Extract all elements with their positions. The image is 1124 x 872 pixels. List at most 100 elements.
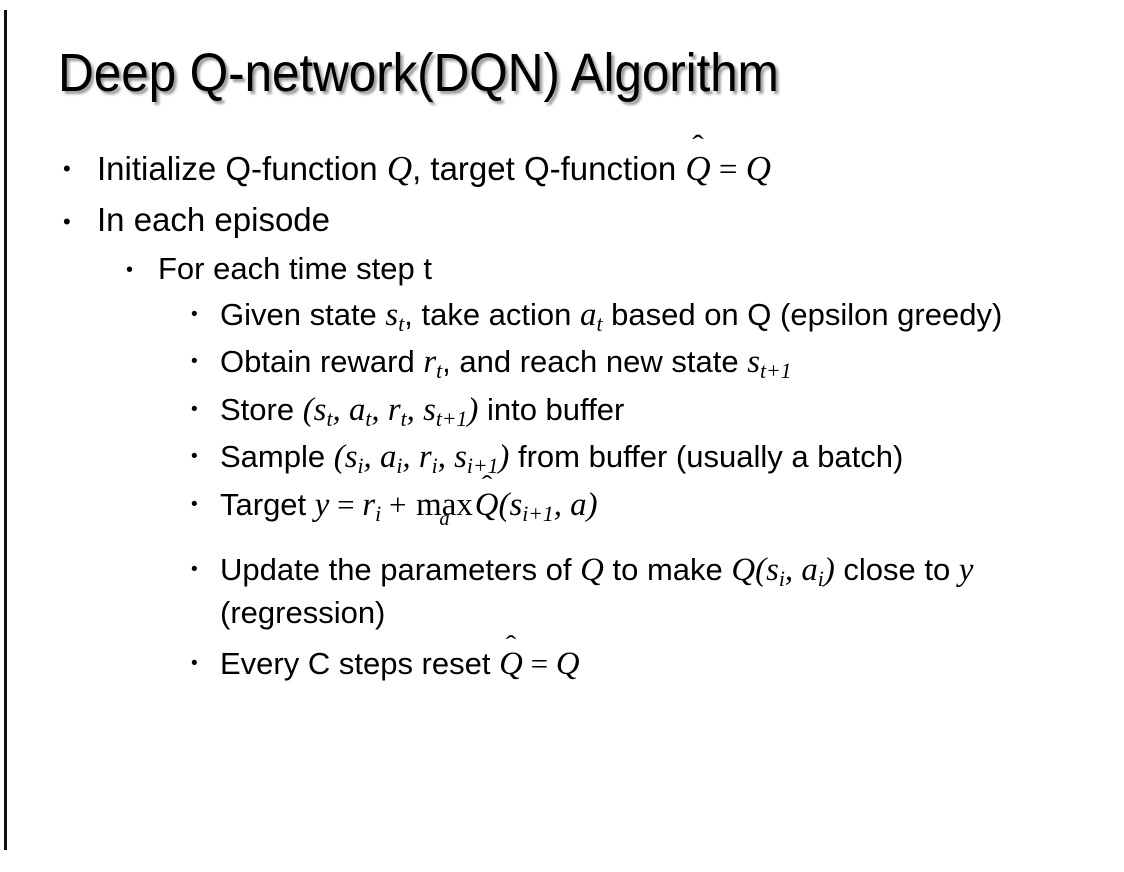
math-var-r: ri	[362, 486, 382, 526]
bullet-dot-icon: •	[191, 446, 198, 468]
math-var-q-hat: ̂Q	[475, 485, 499, 526]
slide-body: • Initialize Q-function Q, target Q-func…	[0, 146, 1124, 690]
math-operator-limit: a	[439, 508, 450, 531]
math-var-base: s	[509, 486, 523, 523]
math-paren-close: )	[467, 391, 479, 428]
bullet-dot-icon: •	[191, 558, 198, 580]
math-var-s: si	[766, 551, 785, 591]
math-subscript: t	[326, 406, 333, 431]
math-var-s1: st	[313, 391, 333, 431]
bullet-text: Sample (si, ai, ri, si+1) from buffer (u…	[220, 437, 1124, 480]
math-paren-open: (	[333, 439, 345, 476]
math-comma: ,	[371, 391, 388, 428]
math-operator-name: max	[416, 486, 473, 523]
text-segment: , and reach new state	[442, 344, 748, 380]
text-segment: Initialize Q-function	[97, 150, 387, 187]
math-var-a1: at	[349, 392, 372, 431]
text-segment: Update the parameters of	[220, 551, 581, 587]
math-var-q-hat: ̂Q	[685, 146, 710, 191]
math-var-s2: st+1	[423, 391, 468, 431]
bullet-dot-icon: •	[191, 653, 198, 675]
bullet-text: In each episode	[97, 200, 331, 238]
text-segment: from buffer (usually a batch)	[509, 439, 904, 475]
math-var-base: s	[766, 551, 779, 588]
bullet-initialize-q-function: • Initialize Q-function Q, target Q-func…	[0, 146, 1124, 192]
bullet-text: Update the parameters of Q to make Q(si,…	[220, 550, 1124, 632]
bullet-dot-icon: •	[191, 351, 198, 373]
math-var-base: s	[385, 297, 399, 334]
bullet-given-state-take-action: • Given state st, take action at based o…	[0, 295, 1124, 338]
bullet-every-c-steps-reset: • Every C steps reset ̂Q = Q	[0, 644, 1124, 685]
math-var-a1: ai	[379, 439, 403, 479]
bullet-text: For each time step t	[158, 250, 432, 286]
bullet-dot-icon: •	[191, 493, 198, 515]
math-paren-close: )	[823, 551, 835, 588]
bullet-text: Store (st, at, rt, st+1) into buffer	[220, 390, 1124, 433]
math-var-q2: Q	[745, 149, 772, 188]
bullet-dot-icon: •	[126, 258, 134, 281]
math-comma: ,	[402, 439, 419, 476]
math-paren-open: (	[498, 486, 510, 523]
math-var-s: st	[385, 297, 405, 337]
text-segment: Store	[220, 391, 303, 427]
math-subscript: t+1	[435, 406, 468, 431]
math-comma: ,	[363, 439, 380, 476]
text-segment: into buffer	[478, 391, 625, 427]
math-subscript: i	[357, 454, 364, 479]
math-var-y: y	[958, 551, 974, 588]
math-var-q1: Q	[580, 551, 604, 588]
math-comma: ,	[406, 391, 424, 428]
bullet-store-into-buffer: • Store (st, at, rt, st+1) into buffer	[0, 390, 1124, 433]
math-var-base: a	[580, 297, 597, 334]
math-var-a: a	[570, 486, 587, 523]
text-segment: Sample	[220, 439, 334, 475]
math-var-base: a	[801, 551, 818, 588]
math-var-y: y	[314, 486, 330, 523]
bullet-dot-icon: •	[191, 398, 198, 420]
math-var-base: r	[423, 344, 437, 381]
text-segment: Target	[220, 486, 315, 522]
math-plus: +	[381, 486, 415, 522]
math-subscript: i+1	[522, 501, 554, 526]
text-segment: to make	[603, 551, 732, 587]
bullet-dot-icon: •	[63, 156, 71, 181]
bullet-dot-icon: •	[63, 208, 71, 234]
math-var-s2: si+1	[454, 439, 498, 478]
bullet-text: Initialize Q-function Q, target Q-functi…	[97, 146, 1124, 192]
slide-left-edge-rule	[4, 10, 7, 850]
math-var-base: s	[313, 391, 327, 428]
math-var-a: at	[580, 297, 603, 337]
math-var-base: r	[362, 486, 376, 523]
math-var-base: s	[747, 344, 760, 381]
math-equals: =	[710, 152, 746, 188]
text-segment: Every C steps reset	[220, 646, 500, 682]
text-segment: based on Q (epsilon greedy)	[602, 297, 1003, 333]
bullet-target-equation: • Target y = ri + maxâQ(si+1, a)	[0, 485, 1124, 531]
math-var-q2: Q	[555, 646, 580, 683]
page-title: Deep Q-network(DQN) Algorithm	[58, 43, 779, 103]
math-subscript: i	[431, 454, 438, 479]
math-subscript: t	[436, 359, 443, 384]
math-var-base: s	[423, 391, 436, 428]
math-var-s-next: st+1	[747, 344, 791, 383]
bullet-update-parameters: • Update the parameters of Q to make Q(s…	[0, 550, 1124, 632]
math-subscript: i	[817, 567, 824, 592]
math-var-base: a	[379, 439, 397, 476]
text-segment: (regression)	[220, 595, 386, 631]
bullet-text: Target y = ri + maxâQ(si+1, a)	[220, 485, 1124, 531]
math-paren-open: (	[755, 551, 767, 588]
bullet-obtain-reward-reach-new-state: • Obtain reward rt, and reach new state …	[0, 342, 1124, 385]
math-var-base: Q	[474, 486, 499, 523]
math-subscript: i	[375, 501, 382, 526]
math-var-base: r	[418, 439, 432, 476]
bullet-text: Obtain reward rt, and reach new state st…	[220, 342, 1124, 385]
math-paren-open: (	[302, 391, 314, 428]
math-subscript: i	[396, 454, 403, 479]
math-subscript: t	[365, 406, 372, 431]
math-subscript: t	[398, 312, 405, 337]
text-segment: Given state	[220, 297, 386, 333]
math-paren-close: )	[586, 486, 598, 523]
text-segment: , take action	[404, 297, 581, 333]
math-subscript: t	[596, 312, 603, 337]
